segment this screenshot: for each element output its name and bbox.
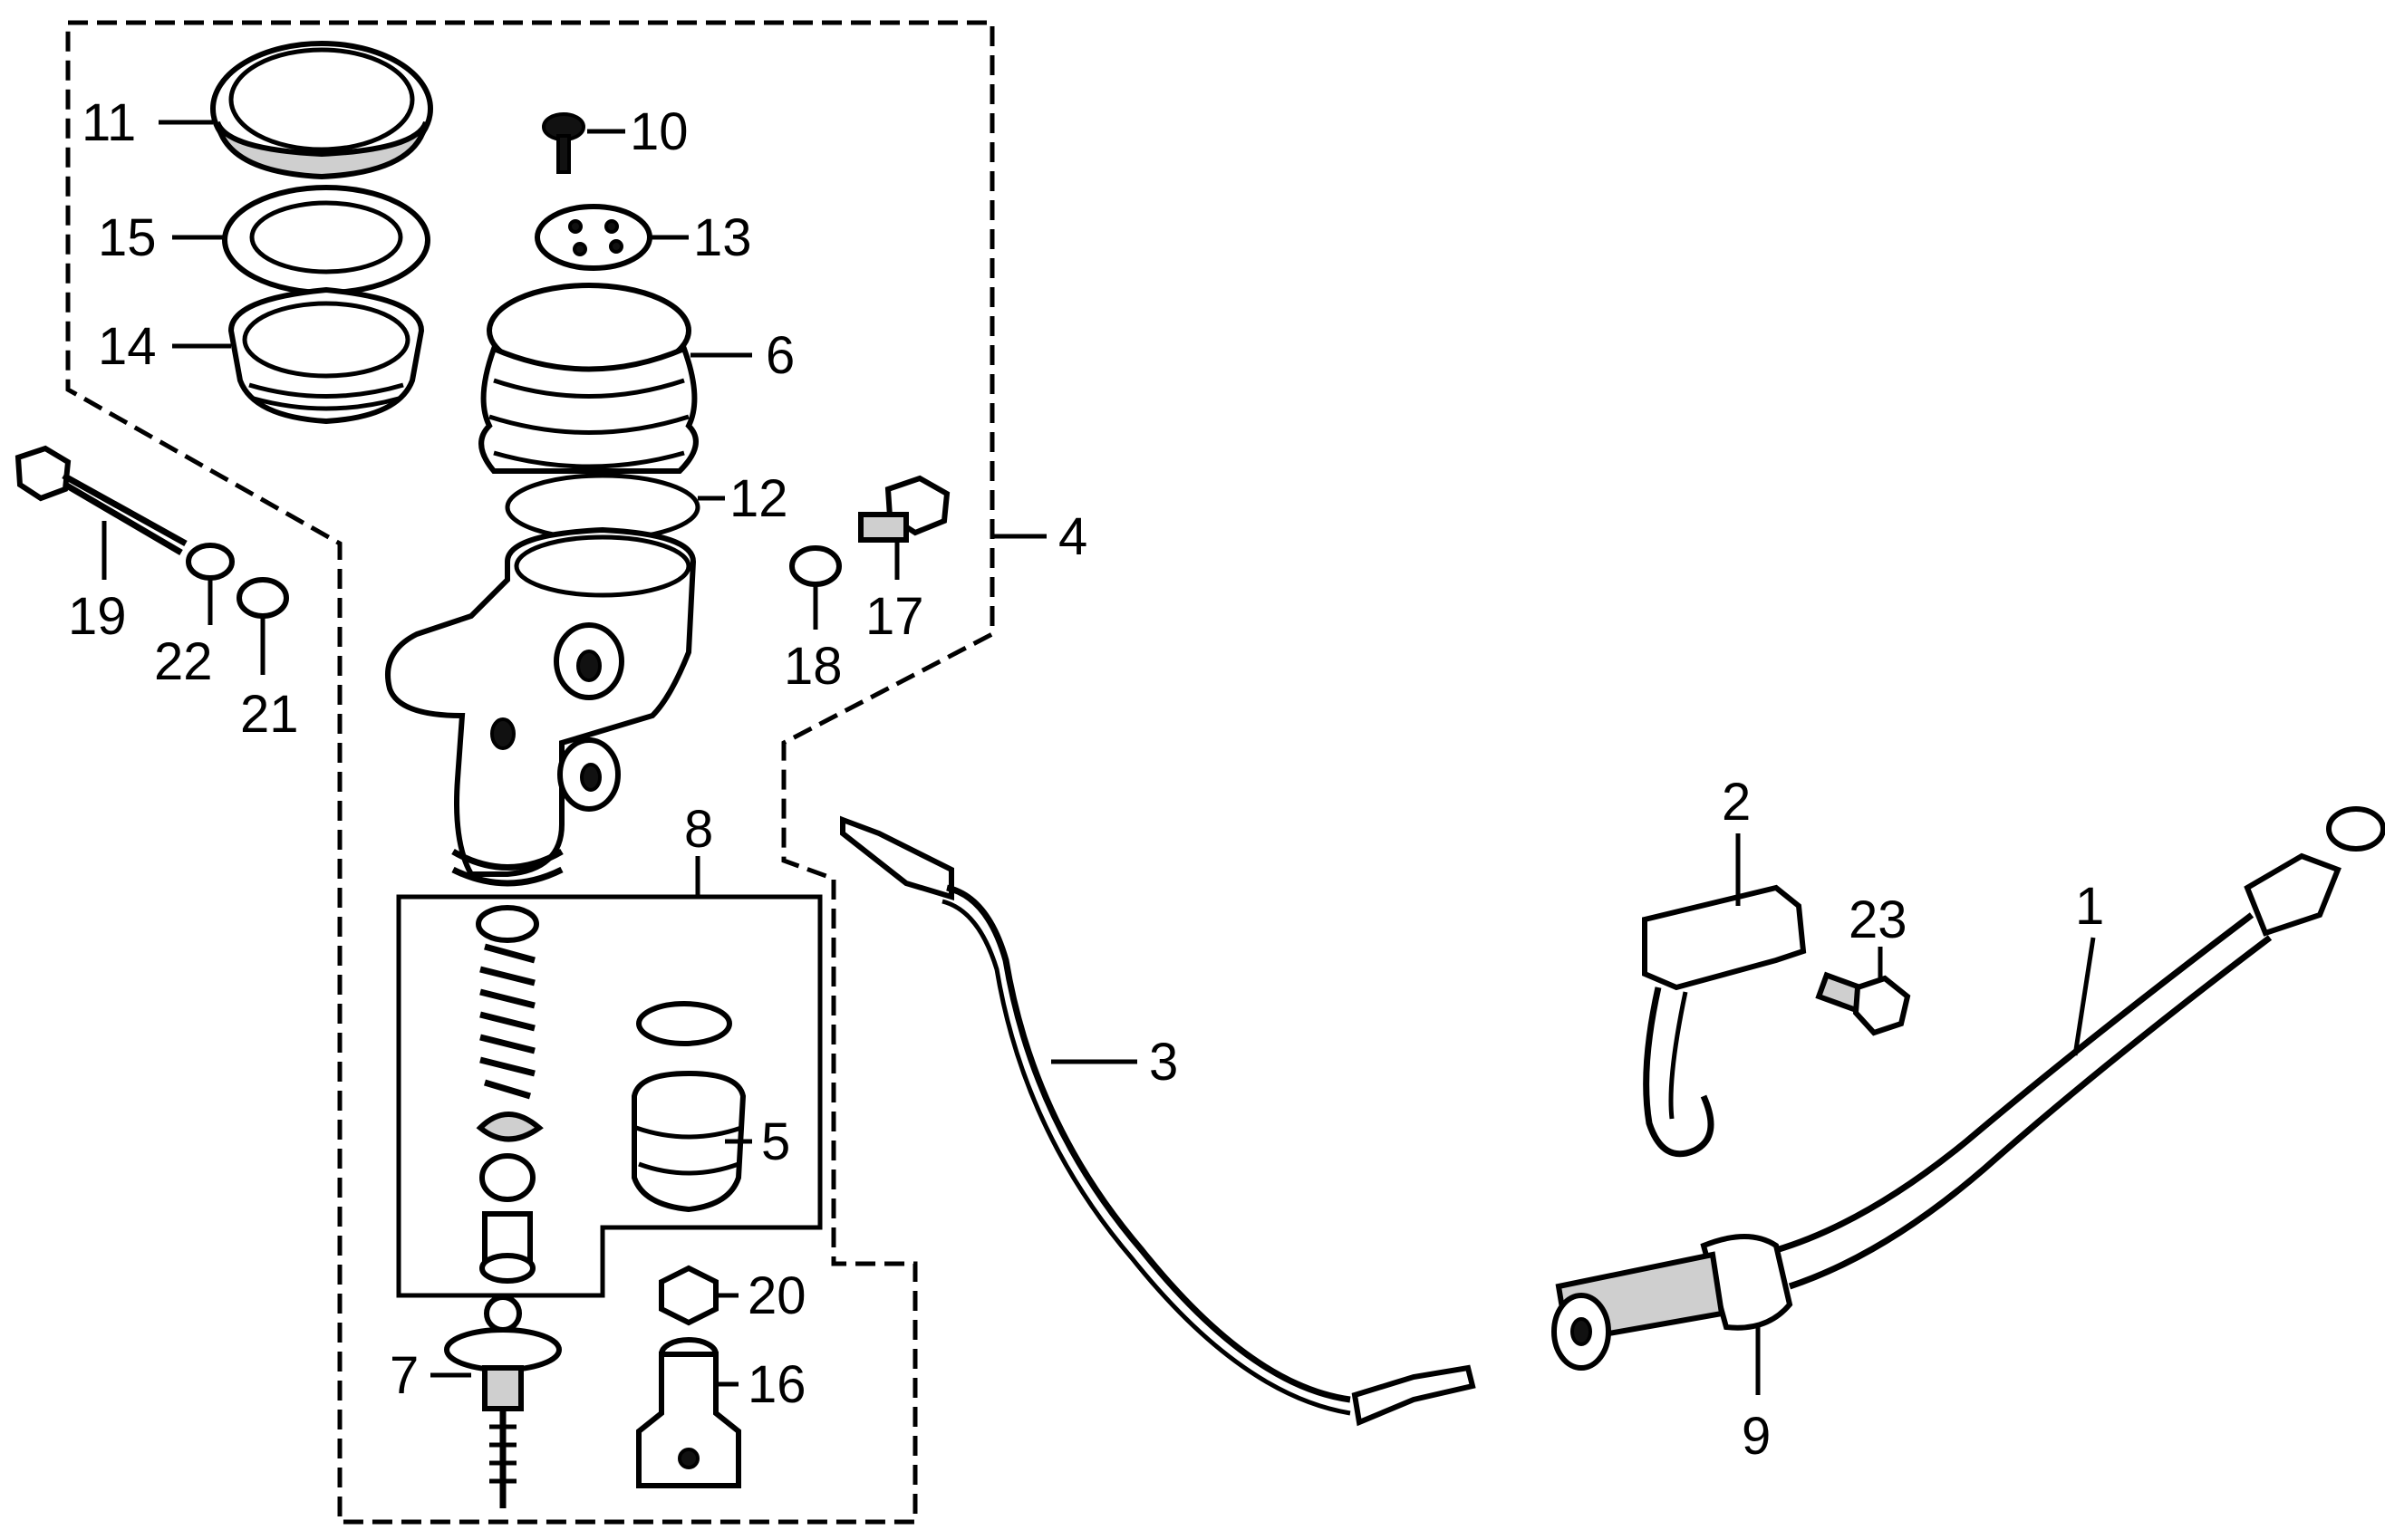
part-label-2: 2	[1722, 773, 1751, 832]
hose-fitting-part	[1551, 1234, 1793, 1371]
subassembly-boundary-8	[396, 894, 823, 1298]
diaphragm-part	[478, 283, 699, 474]
screw-part	[542, 112, 585, 174]
part-label-22: 22	[154, 632, 213, 691]
part-label-3: 3	[1149, 1033, 1178, 1092]
part-label-15: 15	[98, 208, 157, 267]
bolt-part-23	[1815, 971, 1911, 1036]
part-label-11: 11	[82, 93, 136, 152]
part-label-4: 4	[1058, 507, 1087, 566]
part-label-21: 21	[240, 685, 299, 744]
part-label-1: 1	[2075, 877, 2104, 936]
washer-part-21	[237, 577, 289, 619]
bracket-part	[1642, 884, 1807, 1158]
nut-part	[659, 1265, 719, 1326]
washer-part-22	[186, 543, 235, 581]
push-rod-part	[444, 1295, 562, 1508]
brake-pipe-part	[840, 815, 1476, 1427]
boot-part-5	[632, 1001, 747, 1213]
washer-part-18	[789, 545, 842, 587]
bolt-part-17	[858, 475, 951, 543]
cap-ring-part	[222, 185, 430, 295]
part-label-19: 19	[68, 587, 127, 646]
reservoir-sleeve-part	[227, 286, 425, 425]
part-label-5: 5	[761, 1112, 790, 1171]
part-label-13: 13	[693, 208, 752, 267]
assembly-boundary-4	[65, 20, 995, 1525]
part-label-18: 18	[784, 637, 843, 696]
part-label-9: 9	[1742, 1407, 1771, 1466]
part-label-7: 7	[390, 1346, 419, 1405]
part-label-16: 16	[748, 1355, 806, 1414]
long-bolt-part	[14, 445, 188, 556]
master-cylinder-body	[385, 526, 697, 887]
leader-line-1	[2072, 937, 2096, 1056]
part-label-6: 6	[766, 326, 795, 385]
part-label-17: 17	[865, 587, 924, 646]
part-label-10: 10	[630, 102, 689, 161]
part-label-20: 20	[748, 1266, 806, 1325]
reservoir-cap-part	[210, 41, 433, 180]
part-label-14: 14	[98, 317, 157, 376]
diaphragm-plate-part	[535, 204, 652, 271]
part-label-12: 12	[729, 469, 788, 528]
brake-hose-part	[1774, 806, 2385, 1290]
clevis-part	[636, 1337, 741, 1488]
part-label-8: 8	[684, 800, 713, 859]
spring-piston-part	[476, 905, 544, 1284]
part-label-23: 23	[1849, 890, 1907, 949]
